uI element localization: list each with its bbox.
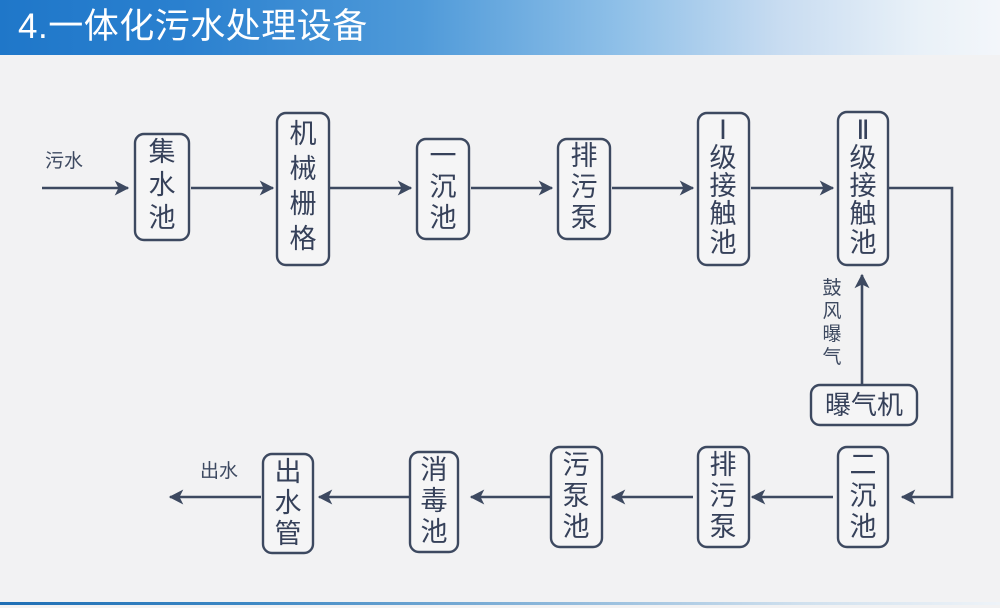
node-7-char-1: 沉 <box>850 481 877 511</box>
node-3[interactable]: 一 沉 池 <box>415 137 471 241</box>
node-5-char-0: Ⅰ <box>719 115 727 145</box>
wastewater-treatment-flowchart: 污水 出水 鼓 风 曝 气 集 水 池 机 械 栅 格 一 沉 池 <box>42 110 954 555</box>
node-11-char-2: 管 <box>275 519 302 549</box>
node-2[interactable]: 机 械 栅 格 <box>275 111 331 267</box>
node-11[interactable]: 出 水 管 <box>261 452 315 555</box>
node-3-char-2: 池 <box>430 203 457 233</box>
node-7[interactable]: 二 沉 池 <box>836 445 890 549</box>
aeration-char-2: 曝 <box>822 324 841 345</box>
node-10-char-2: 池 <box>421 517 448 547</box>
aeration-char-3: 气 <box>822 346 841 368</box>
node-6-box[interactable] <box>836 110 890 267</box>
node-1-box[interactable] <box>133 132 191 242</box>
node-1-char-2: 池 <box>149 203 176 233</box>
node-8-char-1: 污 <box>710 481 737 511</box>
node-10-box[interactable] <box>408 450 460 554</box>
node-4[interactable]: 排 污 泵 <box>556 137 612 241</box>
node-12[interactable]: 曝气机 <box>809 383 919 427</box>
node-6-char-0: Ⅱ <box>856 115 869 145</box>
node-4-char-1: 污 <box>571 172 598 202</box>
node-9-box[interactable] <box>549 445 604 549</box>
node-1-char-1: 水 <box>149 170 176 200</box>
node-12-label: 曝气机 <box>825 390 903 420</box>
node-10[interactable]: 消 毒 池 <box>408 450 460 554</box>
node-2-char-0: 机 <box>290 119 317 149</box>
node-6[interactable]: Ⅱ 级 接 触 池 <box>836 110 890 267</box>
node-10-char-1: 毒 <box>421 486 448 516</box>
node-1-char-0: 集 <box>149 137 176 167</box>
node-9[interactable]: 污 泵 池 <box>549 445 604 549</box>
node-5-box[interactable] <box>696 111 751 267</box>
slide-bottom-rule <box>0 602 1000 605</box>
node-5[interactable]: Ⅰ 级 接 触 池 <box>696 111 751 267</box>
node-6-char-2: 接 <box>850 171 877 201</box>
node-6-char-4: 池 <box>850 228 877 258</box>
node-5-char-2: 接 <box>710 171 737 201</box>
node-11-char-0: 出 <box>275 457 302 487</box>
node-11-box[interactable] <box>261 452 315 555</box>
node-3-char-0: 一 <box>430 141 457 171</box>
node-7-char-2: 池 <box>850 512 877 542</box>
node-5-char-3: 触 <box>710 199 737 229</box>
node-8-char-0: 排 <box>710 450 737 480</box>
node-1[interactable]: 集 水 池 <box>133 132 191 242</box>
edge-label-aeration: 鼓 风 曝 气 <box>822 277 841 368</box>
node-2-box[interactable] <box>275 111 331 267</box>
node-5-char-4: 池 <box>710 228 737 258</box>
node-8[interactable]: 排 污 泵 <box>696 445 751 549</box>
node-2-char-1: 械 <box>290 154 317 184</box>
node-12-box[interactable] <box>809 383 919 427</box>
node-6-char-1: 级 <box>850 143 877 173</box>
node-5-char-1: 级 <box>710 143 737 173</box>
aeration-char-1: 风 <box>822 301 841 322</box>
node-9-char-1: 泵 <box>563 481 590 511</box>
node-3-char-1: 沉 <box>430 172 457 202</box>
slide-header-bar: 4.一体化污水处理设备 <box>0 0 1000 55</box>
connector-node6-node7-wrap <box>888 186 954 505</box>
node-8-box[interactable] <box>696 445 751 549</box>
node-9-char-2: 池 <box>563 512 590 542</box>
node-2-char-3: 格 <box>290 224 317 254</box>
node-3-box[interactable] <box>415 137 471 241</box>
node-6-char-3: 触 <box>850 199 877 229</box>
node-7-char-0: 二 <box>850 450 877 480</box>
node-4-box[interactable] <box>556 137 612 241</box>
node-10-char-0: 消 <box>421 455 448 485</box>
page-title: 4.一体化污水处理设备 <box>18 7 368 46</box>
node-11-char-1: 水 <box>275 488 302 518</box>
edge-label-outflow: 出水 <box>200 460 238 482</box>
node-4-char-0: 排 <box>571 141 598 171</box>
aeration-char-0: 鼓 <box>822 277 841 299</box>
node-9-char-0: 污 <box>563 450 590 480</box>
edge-label-inflow: 污水 <box>45 150 83 172</box>
node-8-char-2: 泵 <box>710 512 737 542</box>
node-4-char-2: 泵 <box>571 203 598 233</box>
node-2-char-2: 栅 <box>290 189 317 219</box>
node-7-box[interactable] <box>836 445 890 549</box>
